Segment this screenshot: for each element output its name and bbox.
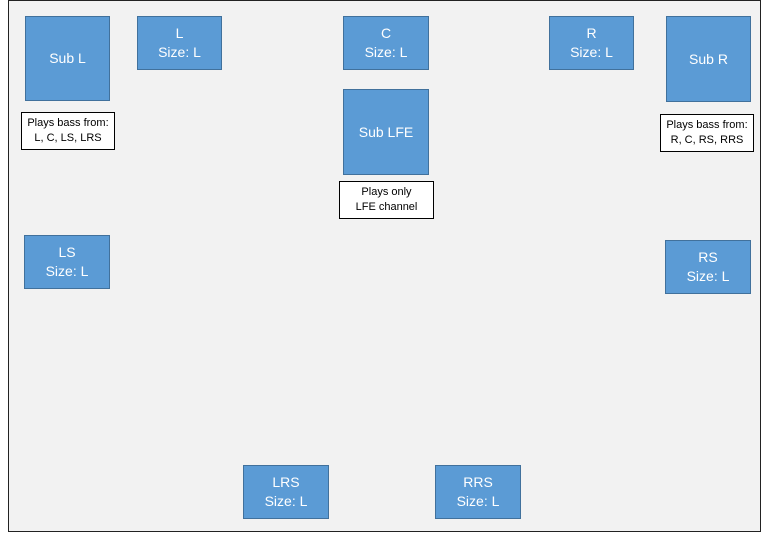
speaker-size: Size: L: [45, 263, 89, 279]
room-area: [8, 0, 761, 532]
note-line: LFE channel: [355, 201, 418, 213]
speaker-label: Sub R: [689, 50, 728, 67]
note-sub-lfe: Plays only LFE channel: [339, 181, 434, 219]
speaker-size: Size: L: [158, 44, 201, 60]
speaker-lrs: LRS Size: L: [243, 465, 329, 519]
speaker-label: RRS: [463, 474, 493, 490]
speaker-c: C Size: L: [343, 16, 429, 70]
speaker-sub-l: Sub L: [25, 16, 110, 101]
speaker-size: Size: L: [364, 44, 408, 60]
speaker-label: Sub L: [49, 50, 86, 66]
note-line: Plays bass from:: [666, 119, 748, 131]
speaker-ls: LS Size: L: [24, 235, 110, 289]
speaker-sub-r: Sub R: [666, 16, 751, 102]
speaker-label: L: [175, 25, 184, 41]
speaker-rs: RS Size: L: [665, 240, 751, 294]
note-line: Plays bass from:: [27, 117, 109, 129]
speaker-r: R Size: L: [549, 16, 634, 70]
speaker-label: Sub LFE: [358, 123, 414, 140]
speaker-label: C: [380, 25, 392, 41]
speaker-label: LRS: [272, 474, 300, 490]
speaker-rrs: RRS Size: L: [435, 465, 521, 519]
note-sub-l: Plays bass from: L, C, LS, LRS: [21, 112, 115, 150]
speaker-size: Size: L: [264, 493, 308, 509]
speaker-label: R: [586, 25, 597, 41]
speaker-size: Size: L: [686, 268, 730, 284]
speaker-label: RS: [698, 249, 718, 265]
speaker-label: LS: [58, 244, 76, 260]
speaker-size: Size: L: [570, 44, 613, 60]
speaker-size: Size: L: [456, 493, 500, 509]
speaker-sub-lfe: Sub LFE: [343, 89, 429, 175]
note-sub-r: Plays bass from: R, C, RS, RRS: [660, 114, 754, 152]
note-line: L, C, LS, LRS: [34, 132, 102, 144]
note-line: Plays only: [361, 186, 412, 198]
note-line: R, C, RS, RRS: [670, 134, 744, 146]
speaker-l: L Size: L: [137, 16, 222, 70]
